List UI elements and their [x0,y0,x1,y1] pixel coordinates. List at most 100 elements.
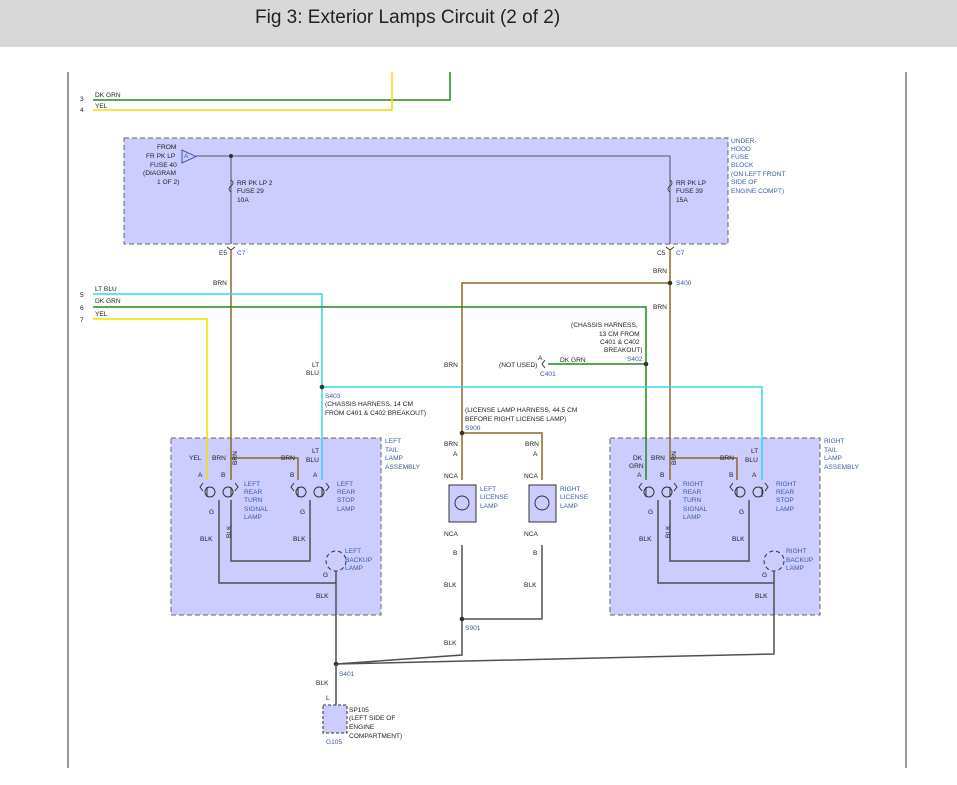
diagram-label: ASSEMBLY [824,464,860,471]
splice-s400 [667,280,673,286]
diagram-label: BLK [293,536,306,543]
diagram-label: LEFT [385,438,401,445]
diagram-label: BRN [212,455,226,462]
diagram-label: (DIAGRAM [143,170,176,177]
wire-blk-right-backup [335,571,775,665]
diagram-label: 3 [80,96,84,103]
diagram-label: BLK [524,582,537,589]
diagram-label: C7 [676,250,685,257]
lamp-socket-part [673,482,678,492]
diagram-label: SIGNAL [244,506,269,513]
diagram-label: S901 [465,625,481,632]
fuse-block-box [123,137,729,245]
diagram-label: LEFT [345,548,361,555]
diagram-label: SIDE OF [731,179,757,186]
diagram-label: BLK [444,582,457,589]
diagram-label: YEL [189,455,202,462]
diagram-label: LICENSE [560,494,589,501]
diagram-label: FUSE [731,154,749,161]
diagram-label: LT [751,448,758,455]
wire-dk-grn-top [93,72,451,101]
diagram-label: LAMP [244,514,263,521]
diagram-label: G [209,509,214,516]
diagram-label: B [221,472,226,479]
diagram-label: 4 [80,107,84,114]
diagram-label: BREAKOUT) [604,347,642,354]
diagram-label: BLK [316,593,329,600]
diagram-label: S401 [339,671,355,678]
diagram-label: 15A [676,197,688,204]
diagram-label: YEL [95,103,108,110]
diagram-label: FR PK LP [146,153,176,160]
lamp-socket-part [313,486,325,498]
diagram-label: G [762,572,767,579]
diagram-label: NCA [444,531,459,538]
diagram-label: LAMP [480,503,499,510]
rotated-wire-label: BLK [226,525,233,538]
diagram-label: BLK [732,536,745,543]
fuse-29-icon [228,179,234,193]
diagram-label: A [752,472,757,479]
connector-c7-right-icon [665,246,675,251]
diagram-label: RIGHT [560,486,581,493]
wire-dk-grn-mid [93,306,647,480]
diagram-label: E5 [219,250,227,257]
diagram-label: LAMP [337,506,356,513]
diagram-label: 5 [80,292,84,299]
diagram-label: (CHASSIS HARNESS, [571,322,638,329]
rotated-wire-label: BLK [665,525,672,538]
wire-brn-s900 [462,432,543,480]
diagram-label: FUSE 40 [150,162,177,169]
diagram-label: LT [312,448,319,455]
diagram-label: DK [633,455,643,462]
diagram-label: LT [312,362,319,369]
lamp-socket-part [729,482,734,492]
diagram-label: REAR [337,489,356,496]
diagram-label: LAMP [776,506,795,513]
diagram-label: BLK [316,680,329,687]
diagram-label: (LEFT SIDE OF [349,715,395,722]
right-stop-lamp-icon [729,482,769,498]
diagram-label: LAMP [786,565,805,572]
diagram-label: FUSE 29 [237,188,264,195]
diagram-label: NCA [524,531,539,538]
wire-blk-right-license [462,545,543,620]
lamp-socket-part [222,486,234,498]
diagram-label: C7 [237,250,246,257]
diagram-label: BLK [444,640,457,647]
diagram-label: LAMP [345,565,364,572]
diagram-label: S400 [676,280,692,287]
diagram-label: TAIL [385,447,399,454]
diagram-label: RIGHT [786,548,807,555]
diagram-label: ENGINE [349,724,375,731]
splice-s403 [319,384,325,390]
lamp-socket-part [234,482,239,492]
diagram-label: BRN [281,455,295,462]
wire-brn-right-stop [670,457,738,480]
diagram-label: SP105 [349,707,369,714]
left-license-lamp-icon [454,495,470,511]
diagram-label: (ON LEFT FRONT [731,171,785,178]
diagram-label: BACKUP [345,557,373,564]
diagram-label: LEFT [480,486,496,493]
diagram-label: BRN [653,304,667,311]
lamp-socket-part [661,486,673,498]
diagram-label: B [660,472,665,479]
splice-s900 [459,430,465,436]
diagram-label: REAR [776,489,795,496]
diagram-label: G [739,509,744,516]
diagram-label: LAMP [560,503,579,510]
diagram-label: B [290,472,295,479]
diagram-label: BRN [444,441,458,448]
lamp-socket-part [764,482,769,492]
wire-blk-right-inner [669,500,750,562]
diagram-label: C401 & C402 [600,339,640,346]
fuse-39-icon [667,179,673,193]
diagram-label: A [637,472,642,479]
right-license-lamp-icon [534,495,550,511]
diagram-label: A [184,153,189,160]
diagram-label: TURN [244,497,263,504]
diagram-label: C401 [540,371,556,378]
diagram-label: RIGHT [776,481,797,488]
